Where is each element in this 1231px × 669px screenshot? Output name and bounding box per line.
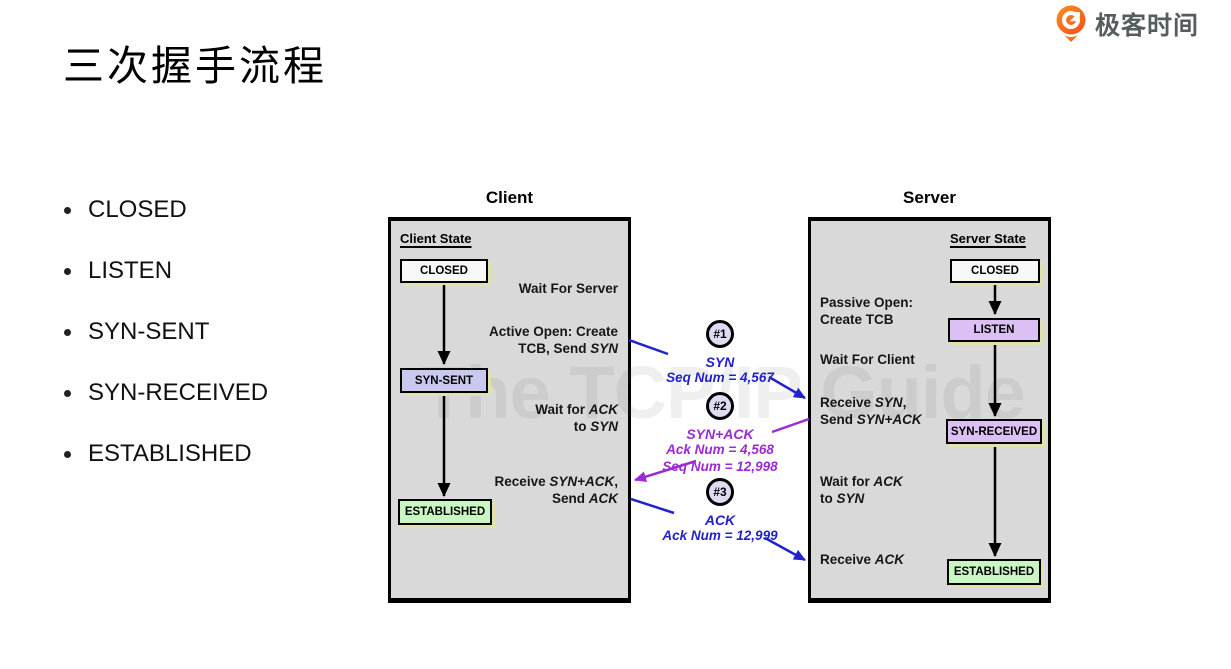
- message-number-badge: #2: [706, 392, 734, 420]
- geektime-logo-icon: [1056, 5, 1086, 42]
- bullet-dot: [64, 267, 71, 275]
- brand-name: 极客时间: [1095, 12, 1200, 40]
- message-name: SYN+ACK: [686, 426, 754, 442]
- bullet-label: ESTABLISHED: [88, 440, 252, 467]
- state-bullet-list: CLOSED LISTEN SYN-SENT SYN-RECEIVED ESTA…: [64, 196, 269, 502]
- message-syn-ack: #2 SYN+ACK Ack Num = 4,568 Seq Num = 12,…: [640, 392, 800, 475]
- message-number-badge: #3: [706, 478, 734, 506]
- message-name: SYN: [705, 354, 735, 370]
- message-detail: Seq Num = 12,998: [662, 458, 778, 474]
- bullet-dot: [64, 389, 71, 397]
- bullet-dot: [64, 328, 71, 336]
- bullet-dot: [64, 206, 71, 214]
- message-number-badge: #1: [706, 320, 734, 348]
- server-note: Wait For Client: [820, 352, 915, 367]
- server-note: Receive ACK: [820, 552, 905, 567]
- list-item: SYN-RECEIVED: [64, 379, 269, 406]
- message-ack: #3 ACK Ack Num = 12,999: [640, 478, 800, 545]
- client-note: Receive SYN+ACK,Send ACK: [494, 474, 618, 506]
- client-state-closed: CLOSED: [400, 259, 488, 283]
- bullet-dot: [64, 450, 71, 458]
- bullet-label: SYN-SENT: [88, 318, 210, 345]
- list-item: LISTEN: [64, 257, 268, 284]
- message-name: ACK: [704, 512, 736, 528]
- client-panel-title: Client: [485, 188, 534, 207]
- message-detail: Seq Num = 4,567: [666, 370, 774, 385]
- page-title: 三次握手流程: [63, 43, 327, 89]
- bullet-label: CLOSED: [88, 196, 187, 223]
- message-detail: Ack Num = 4,568: [666, 442, 774, 457]
- message-detail: Ack Num = 12,999: [662, 528, 778, 543]
- server-state-closed: CLOSED: [950, 259, 1040, 283]
- server-state-syn-received: SYN-RECEIVED: [946, 419, 1042, 444]
- client-state-label: Client State: [400, 231, 472, 246]
- list-item: ESTABLISHED: [64, 440, 268, 467]
- server-note: Receive SYN,Send SYN+ACK: [820, 395, 922, 427]
- list-item: CLOSED: [64, 196, 268, 223]
- message-syn: #1 SYN Seq Num = 4,567: [640, 320, 800, 387]
- server-state-listen: LISTEN: [948, 318, 1040, 342]
- bullet-label: SYN-RECEIVED: [88, 379, 269, 406]
- brand-logo: 极客时间: [1053, 4, 1199, 44]
- client-state-syn-sent: SYN-SENT: [400, 368, 488, 393]
- bullet-label: LISTEN: [88, 257, 173, 284]
- server-state-established: ESTABLISHED: [947, 559, 1041, 585]
- server-note: Passive Open:Create TCB: [820, 295, 914, 327]
- server-state-label: Server State: [950, 231, 1026, 246]
- client-state-established: ESTABLISHED: [398, 499, 492, 525]
- list-item: SYN-SENT: [64, 318, 268, 345]
- server-panel-title: Server: [903, 188, 956, 207]
- client-note: Wait For Server: [518, 281, 618, 296]
